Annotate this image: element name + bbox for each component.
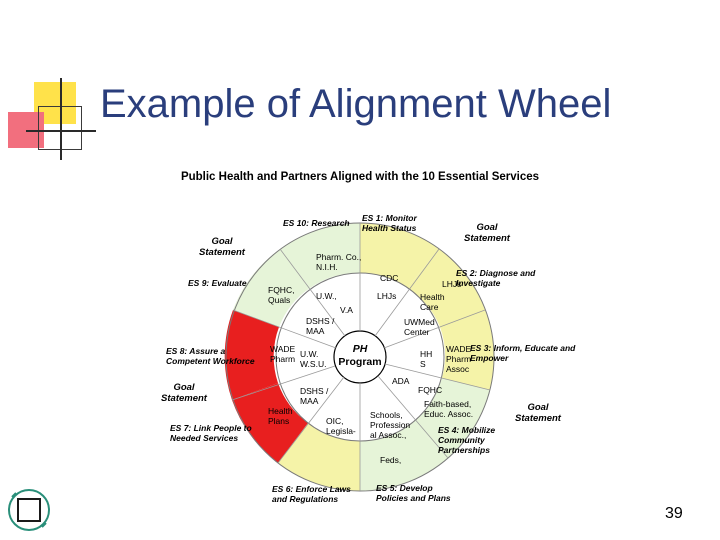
partner-wadeps-pharm: WADE Pharm <box>270 344 296 364</box>
es2-label: ES 2: Diagnose and Investigate <box>456 268 536 288</box>
partner-oic: OIC, Legisla- <box>326 416 356 436</box>
es8-label: ES 8: Assure a Competent Workforce <box>166 346 255 366</box>
partner-uw: U.W., <box>316 291 337 301</box>
segment-es3-yellow <box>440 310 494 390</box>
partner-hhs: HH S <box>420 349 433 369</box>
partner-lhjs-right: LHJs <box>442 279 462 289</box>
segment-es1-yellow <box>360 223 439 288</box>
partner-va: V.A <box>340 305 353 315</box>
accent-line-vertical <box>60 78 62 160</box>
segment-es4-green <box>412 378 490 458</box>
es5-label: ES 5: Develop Policies and Plans <box>376 483 451 503</box>
segment-es2-yellow <box>407 249 485 327</box>
es3-label: ES 3: Inform, Educate and Empower <box>470 343 576 363</box>
partner-uwmed: UWMed Center <box>404 317 435 337</box>
partner-ada: ADA <box>392 376 410 386</box>
partner-faith: Faith-based, Educ. Assoc. <box>424 399 474 419</box>
es10-label: ES 10: Research <box>283 218 350 228</box>
segment-es9-green <box>233 249 310 327</box>
goal-statement-left: Goal Statement <box>161 382 207 404</box>
partner-wade-pharm-assoc: WADE Pharm Assoc <box>446 344 472 374</box>
accent-line-horizontal <box>26 130 96 132</box>
goal-statement-top-right: Goal Statement <box>464 222 510 244</box>
es9-label: ES 9: Evaluate <box>188 278 247 288</box>
slide-title: Example of Alignment Wheel <box>100 82 612 126</box>
segment-es7-red <box>232 383 308 463</box>
center-label-program: Program <box>338 356 382 368</box>
segment-es10-green <box>280 222 360 288</box>
center-ph-text: PH <box>352 343 368 355</box>
partner-cdc: CDC <box>380 273 399 283</box>
partner-pharm-co: Pharm. Co., N.I.H. <box>316 252 362 272</box>
segment-es6-yellow <box>278 423 360 491</box>
wheel-segments <box>224 222 494 491</box>
page-number: 39 <box>665 505 683 522</box>
partner-feds: Feds, <box>380 455 402 465</box>
partner-schools: Schools, Profession al Assoc., <box>370 410 411 440</box>
partner-fqhc: FQHC <box>418 385 443 395</box>
es1-label: ES 1: Monitor Health Status <box>362 213 417 233</box>
wheel-title: Public Health and Partners Aligned with … <box>180 171 540 183</box>
es7-label: ES 7: Link People to Needed Services <box>170 423 252 443</box>
goal-statement-right: Goal Statement <box>515 402 561 424</box>
partner-health-plans: Health Plans <box>268 406 293 426</box>
partner-lhjs-top: LHJs <box>377 291 397 301</box>
center-label-ph: PH <box>345 343 375 355</box>
partner-fqhc-quals: FQHC, Quals <box>268 285 295 305</box>
partner-dshs-maa-bottom: DSHS / MAA <box>300 386 329 406</box>
spokes <box>231 223 491 491</box>
es6-label: ES 6: Enforce Laws and Regulations <box>272 484 351 504</box>
partner-uw-wsu: U.W. W.S.U. <box>300 349 327 369</box>
goal-statement-top-left: Goal Statement <box>199 236 245 258</box>
partner-health-care: Health Care <box>420 292 445 312</box>
segment-es8-red <box>224 310 279 400</box>
partner-dshs-maa-top: DSHS / MAA <box>306 316 335 336</box>
es4-label: ES 4: Mobilize Community Partnerships <box>438 425 496 455</box>
slide-logo-icon <box>8 489 50 531</box>
